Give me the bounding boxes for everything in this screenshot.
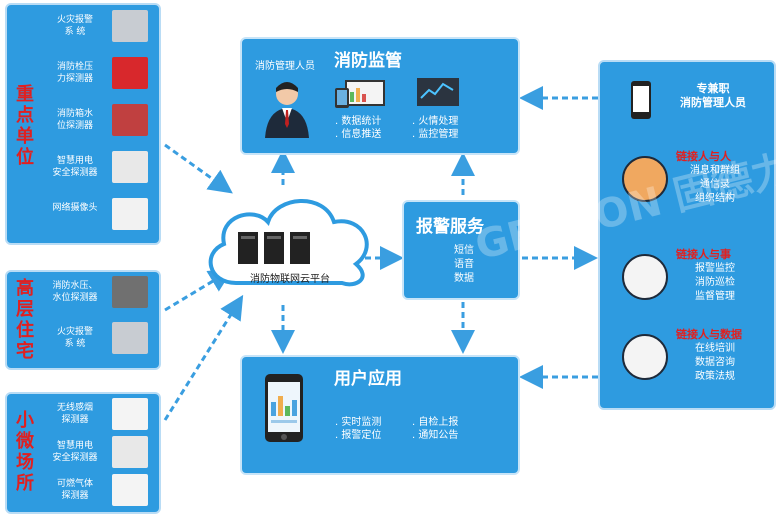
user-app-title: 用户应用: [334, 369, 402, 389]
group-small-sites-item-3-label: 可燃气体 探测器: [56, 479, 93, 501]
server-icon: [238, 232, 310, 264]
right-section-1-title: 链接人与人: [676, 150, 731, 163]
people-link-icon: [622, 156, 668, 202]
water-tank-icon: [112, 104, 148, 136]
group-highrise-item-1-label: 消防水压、 水位探测器: [52, 281, 98, 303]
alarm-item-data: 数据: [454, 273, 474, 284]
user-app-feature-1: . 实时监测: [335, 417, 382, 428]
fire-hydrant-icon: [112, 57, 148, 89]
group-highrise-item-2-label: 火灾报警 系 统: [56, 327, 93, 349]
mobile-phone-icon: [631, 81, 651, 119]
dome-camera-icon: [112, 198, 148, 230]
smartphone-app-icon: [265, 374, 303, 442]
cloud-platform: [208, 199, 369, 287]
gas-detector-icon: [112, 474, 148, 506]
smoke-detector-icon: [112, 398, 148, 430]
user-app-feature-3: . 自检上报: [412, 417, 459, 428]
power-meter-icon: [112, 436, 148, 468]
right-section-2-line-2: 消防巡检: [695, 277, 735, 288]
group-key-units-item-2-label: 消防栓压 力探测器: [56, 62, 93, 84]
right-section-3-line-3: 政策法规: [695, 371, 735, 382]
group-key-units-label: 重点单位: [16, 84, 34, 168]
alarm-service-title: 报警服务: [416, 217, 484, 237]
group-key-units-item-4-label: 智慧用电 安全探测器: [52, 156, 98, 178]
right-section-3-line-2: 数据咨询: [695, 357, 735, 368]
group-highrise-label: 高层住宅: [16, 278, 34, 362]
right-section-3-line-1: 在线培训: [695, 343, 735, 354]
arrow-group3-to-cloud: [163, 294, 244, 421]
alarm-item-voice: 语音: [454, 259, 474, 270]
right-section-3-title: 链接人与数据: [676, 328, 742, 341]
monitor-feature-4: . 监控管理: [412, 129, 459, 140]
dashboard-screens-icon: [335, 80, 385, 108]
fire-alarm-panel-icon: [112, 10, 148, 42]
cloud-label: 消防物联网云平台: [250, 274, 330, 285]
monitor-feature-1: . 数据统计: [335, 116, 382, 127]
group-key-units-item-3-label: 消防箱水 位探测器: [56, 109, 93, 131]
monitor-title: 消防监管: [334, 51, 402, 71]
right-section-1-line-3: 组织结构: [695, 193, 735, 204]
pressure-sensor-icon: [112, 276, 148, 308]
monitor-feature-2: . 信息推送: [335, 129, 382, 140]
monitor-person-label: 消防管理人员: [255, 61, 315, 72]
manager-avatar-icon: [265, 82, 309, 138]
right-section-2-line-3: 监督管理: [695, 291, 735, 302]
right-section-2-line-1: 报警监控: [695, 263, 735, 274]
right-section-2-title: 链接人与事: [676, 248, 731, 261]
alarm-item-sms: 短信: [454, 245, 474, 256]
presentation-icon: [622, 254, 668, 300]
monitor-feature-3: . 火情处理: [412, 116, 459, 127]
alarm-service-box: [402, 200, 520, 300]
right-section-1-line-2: 通信录: [700, 179, 730, 190]
user-app-feature-2: . 报警定位: [335, 430, 382, 441]
right-section-1-line-1: 消息和群组: [690, 165, 740, 176]
monitor-screen-icon: [417, 78, 459, 106]
group-small-sites-item-2-label: 智慧用电 安全探测器: [52, 441, 98, 463]
group-small-sites-label: 小微场所: [16, 410, 34, 494]
group-key-units-item-1-label: 火灾报警 系 统: [56, 15, 93, 37]
arrow-group1-to-cloud: [164, 143, 233, 194]
data-finance-icon: [622, 334, 668, 380]
fire-alarm-panel-icon: [112, 322, 148, 354]
power-meter-icon: [112, 151, 148, 183]
right-header: 专兼职 消防管理人员: [680, 82, 746, 109]
group-small-sites-item-1-label: 无线感烟 探测器: [56, 403, 93, 425]
user-app-feature-4: . 通知公告: [412, 430, 459, 441]
group-key-units-item-5-label: 网络摄像头: [52, 203, 98, 213]
